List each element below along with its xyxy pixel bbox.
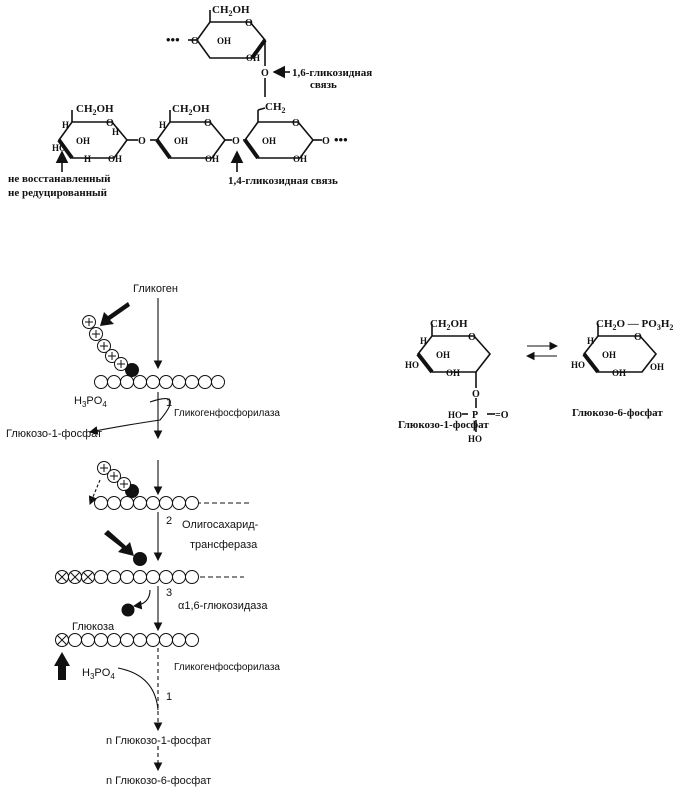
label-ch2oh-1: CH2OH: [76, 103, 114, 117]
ring-o-3: O: [292, 118, 300, 129]
phosphoglucomutase-labels: CH2OH O H OH HO OH O P =O HO HO CH2O — P…: [398, 318, 673, 444]
label-16-bond: 1,6-гликозидная: [292, 67, 372, 79]
label-step3: 3: [166, 587, 172, 599]
g1p-oh1: OH: [436, 350, 450, 360]
label-h3po4-2: H3PO4: [82, 667, 115, 681]
arrow-pointer-3: [54, 652, 70, 680]
g1p-ring-o: O: [468, 332, 476, 343]
label-transferase-2: трансфераза: [190, 539, 258, 551]
label-glucosidase: α1,6-глюкозидаза: [178, 600, 268, 612]
label-16-bond-2: связь: [310, 79, 337, 91]
o-link-end: O: [322, 136, 330, 147]
g6p-structure: [582, 324, 658, 374]
glycogen-chain-1: [94, 363, 225, 389]
o-link-14a: O: [138, 136, 146, 147]
ellipsis-top: •••: [166, 32, 180, 47]
g6p-ch2o-po3h2: CH2O — PO3H2: [596, 318, 673, 332]
label-step1: 1: [166, 397, 172, 409]
label-ch2: CH2: [265, 101, 286, 115]
g6p-ho: HO: [571, 360, 585, 370]
g6p-oh3: OH: [650, 362, 664, 372]
chain-glucose-ring-2: [155, 110, 227, 160]
g6p-oh1: OH: [602, 350, 616, 360]
branch-point-glucose-ring: [243, 110, 315, 160]
g1p-oh2: OH: [446, 368, 460, 378]
g1p-p: P: [472, 410, 478, 421]
g1p-h1: H: [420, 336, 427, 346]
g6p-h1: H: [587, 336, 594, 346]
label-transferase-1: Олигосахарид-: [182, 519, 259, 531]
g1p-ch2oh: CH2OH: [430, 318, 468, 332]
oh-2b: OH: [205, 154, 219, 164]
label-phosphorylase: Гликогенфосфорилаза: [174, 407, 280, 419]
oh-3a: OH: [262, 136, 276, 146]
oh-2a: OH: [174, 136, 188, 146]
glycogen-structure-labels: CH2OH O OH OH ••• O O 1,6-гликозидная св…: [8, 4, 372, 199]
degradation-scheme: Гликоген H3PO4 1 Гликогенфосфорилаза Глю…: [6, 283, 280, 787]
g1p-ho: HO: [405, 360, 419, 370]
label-14-bond: 1,4-гликозидная связь: [228, 175, 338, 187]
label-g1p: Глюкозо-1-фосфат: [6, 428, 102, 440]
ring-o-1: O: [106, 118, 114, 129]
oh-1a: OH: [76, 136, 90, 146]
arrow-pointer-1: [100, 302, 130, 326]
phosphoglucomutase-reaction: [416, 324, 658, 432]
g1p-eq-o: =O: [495, 410, 509, 421]
label-g1p-right: Глюкозо-1-фосфат: [398, 419, 489, 431]
free-glucose: [121, 603, 135, 617]
h-1c: H: [84, 154, 91, 164]
arrow-pointer-2: [104, 530, 134, 556]
degradation-labels: Гликоген H3PO4 1 Гликогенфосфорилаза Глю…: [6, 283, 280, 787]
label-oh-top-2: OH: [246, 53, 260, 63]
label-glycogen: Гликоген: [133, 283, 178, 295]
o-16-link: O: [261, 68, 269, 79]
oh-1b: OH: [108, 154, 122, 164]
terminal-glucose-ring: [57, 110, 129, 160]
label-ch2oh-top: CH2OH: [212, 4, 250, 18]
g6p-ring-o: O: [634, 332, 642, 343]
ring-o-2: O: [204, 118, 212, 129]
o-top-link: O: [191, 36, 199, 47]
g1p-structure: [416, 324, 495, 432]
equilibrium-arrows: [525, 341, 559, 361]
label-phosphorylase-2: Гликогенфосфорилаза: [174, 661, 280, 673]
label-nonreducing-2: не редуцированный: [8, 187, 108, 199]
oh-3b: OH: [293, 154, 307, 164]
ring-oxygen-top: O: [245, 18, 253, 29]
h-1a: H: [62, 120, 69, 130]
glycogen-structure: [55, 10, 322, 172]
ellipsis-end: •••: [334, 132, 348, 147]
h-2a: H: [159, 120, 166, 130]
ho-1: HO: [52, 143, 66, 153]
g1p-bridge-o: O: [472, 389, 480, 400]
glycogen-chain-2: [94, 461, 199, 510]
label-nonreducing-1: не восстанавленный: [8, 173, 111, 185]
o-link-14b: O: [232, 136, 240, 147]
label-step1b: 1: [166, 691, 172, 703]
branch-residues-1: [82, 315, 128, 371]
label-n-g6p: n Глюкозо-6-фосфат: [106, 775, 211, 787]
g6p-oh2: OH: [612, 368, 626, 378]
glycogen-chain-3: [55, 552, 199, 584]
label-ch2oh-2: CH2OH: [172, 103, 210, 117]
label-h3po4: H3PO4: [74, 395, 107, 409]
label-step2: 2: [166, 515, 172, 527]
label-oh-top: OH: [217, 36, 231, 46]
g1p-ho-p2: HO: [468, 434, 482, 444]
label-n-g1p: n Глюкозо-1-фосфат: [106, 735, 211, 747]
label-glucose: Глюкоза: [72, 621, 115, 633]
label-g6p-right: Глюкозо-6-фосфат: [572, 407, 663, 419]
h-1b: H: [112, 127, 119, 137]
g1p-ho-p: HO: [448, 410, 462, 420]
glycogen-chain-4: [55, 633, 199, 647]
